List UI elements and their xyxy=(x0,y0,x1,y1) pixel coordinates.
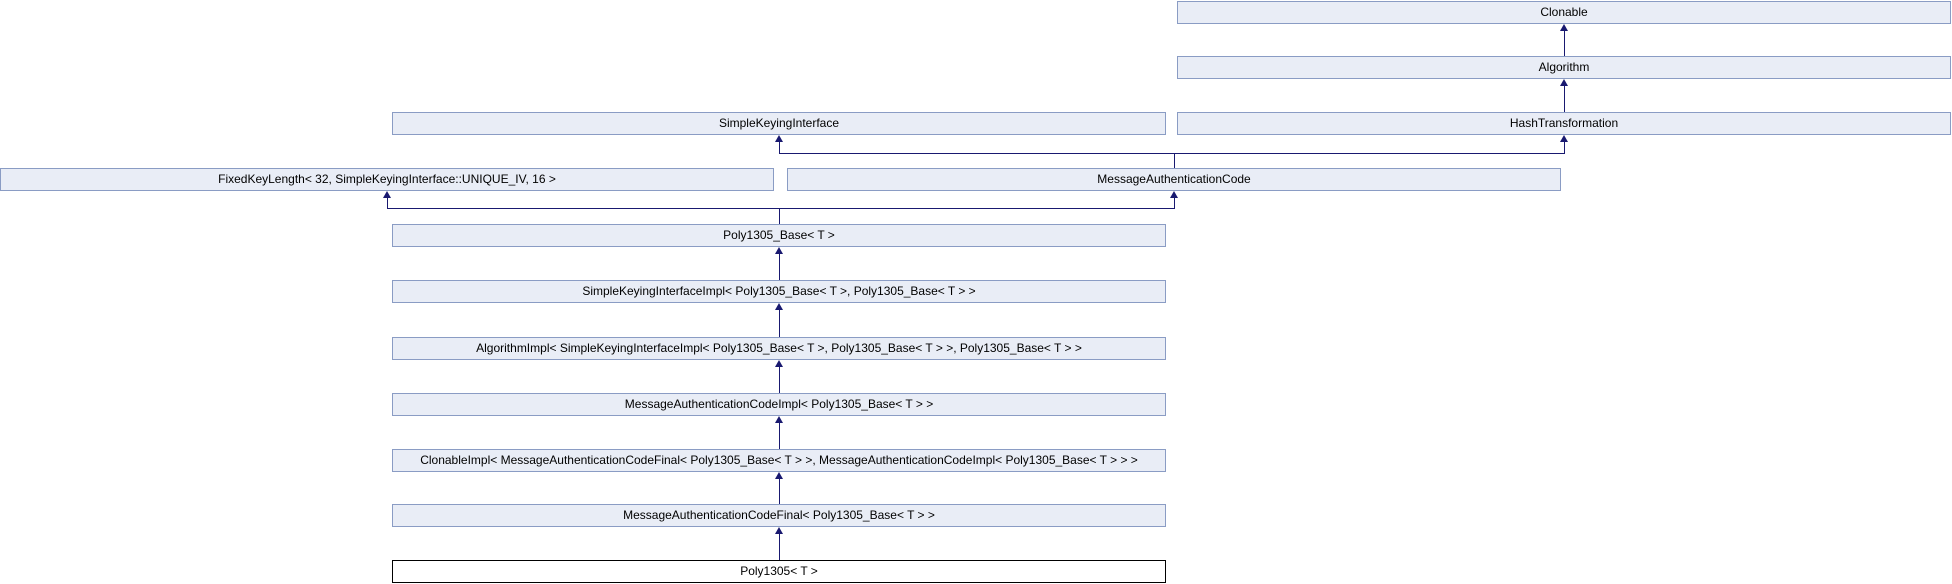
connector-line xyxy=(779,208,780,224)
class-node-ski_impl[interactable]: SimpleKeyingInterfaceImpl< Poly1305_Base… xyxy=(392,280,1166,303)
connector-line xyxy=(779,153,1565,154)
connector-line xyxy=(387,198,388,208)
connector-line xyxy=(779,534,780,560)
inheritance-arrowhead xyxy=(1560,79,1568,86)
inheritance-arrowhead xyxy=(1170,191,1178,198)
connector-line xyxy=(779,254,780,280)
connector-line xyxy=(1564,142,1565,153)
inheritance-arrowhead xyxy=(775,472,783,479)
class-node-hash_transformation[interactable]: HashTransformation xyxy=(1177,112,1951,135)
connector-line xyxy=(779,423,780,449)
inheritance-arrowhead xyxy=(1560,24,1568,31)
class-node-mac_final[interactable]: MessageAuthenticationCodeFinal< Poly1305… xyxy=(392,504,1166,527)
connector-line xyxy=(1174,198,1175,208)
class-node-poly1305_base[interactable]: Poly1305_Base< T > xyxy=(392,224,1166,247)
inheritance-arrowhead xyxy=(775,360,783,367)
connector-line xyxy=(1174,153,1175,168)
class-node-poly1305: Poly1305< T > xyxy=(392,560,1166,583)
connector-line xyxy=(779,310,780,337)
class-node-mac_impl[interactable]: MessageAuthenticationCodeImpl< Poly1305_… xyxy=(392,393,1166,416)
class-node-simple_keying_interface[interactable]: SimpleKeyingInterface xyxy=(392,112,1166,135)
connector-line xyxy=(779,142,780,153)
inheritance-arrowhead xyxy=(775,527,783,534)
inheritance-arrowhead xyxy=(775,303,783,310)
inheritance-arrowhead xyxy=(775,135,783,142)
connector-line xyxy=(1564,31,1565,56)
class-node-algorithm[interactable]: Algorithm xyxy=(1177,56,1951,79)
class-node-clonable[interactable]: Clonable xyxy=(1177,1,1951,24)
inheritance-arrowhead xyxy=(383,191,391,198)
class-node-algorithm_impl[interactable]: AlgorithmImpl< SimpleKeyingInterfaceImpl… xyxy=(392,337,1166,360)
connector-line xyxy=(779,479,780,504)
connector-line xyxy=(1564,86,1565,112)
class-node-clonable_impl[interactable]: ClonableImpl< MessageAuthenticationCodeF… xyxy=(392,449,1166,472)
inheritance-arrowhead xyxy=(775,247,783,254)
class-node-message_authentication_code[interactable]: MessageAuthenticationCode xyxy=(787,168,1561,191)
inheritance-arrowhead xyxy=(1560,135,1568,142)
class-node-fixed_key_length[interactable]: FixedKeyLength< 32, SimpleKeyingInterfac… xyxy=(0,168,774,191)
inheritance-arrowhead xyxy=(775,416,783,423)
connector-line xyxy=(779,367,780,393)
connector-line xyxy=(387,208,1175,209)
